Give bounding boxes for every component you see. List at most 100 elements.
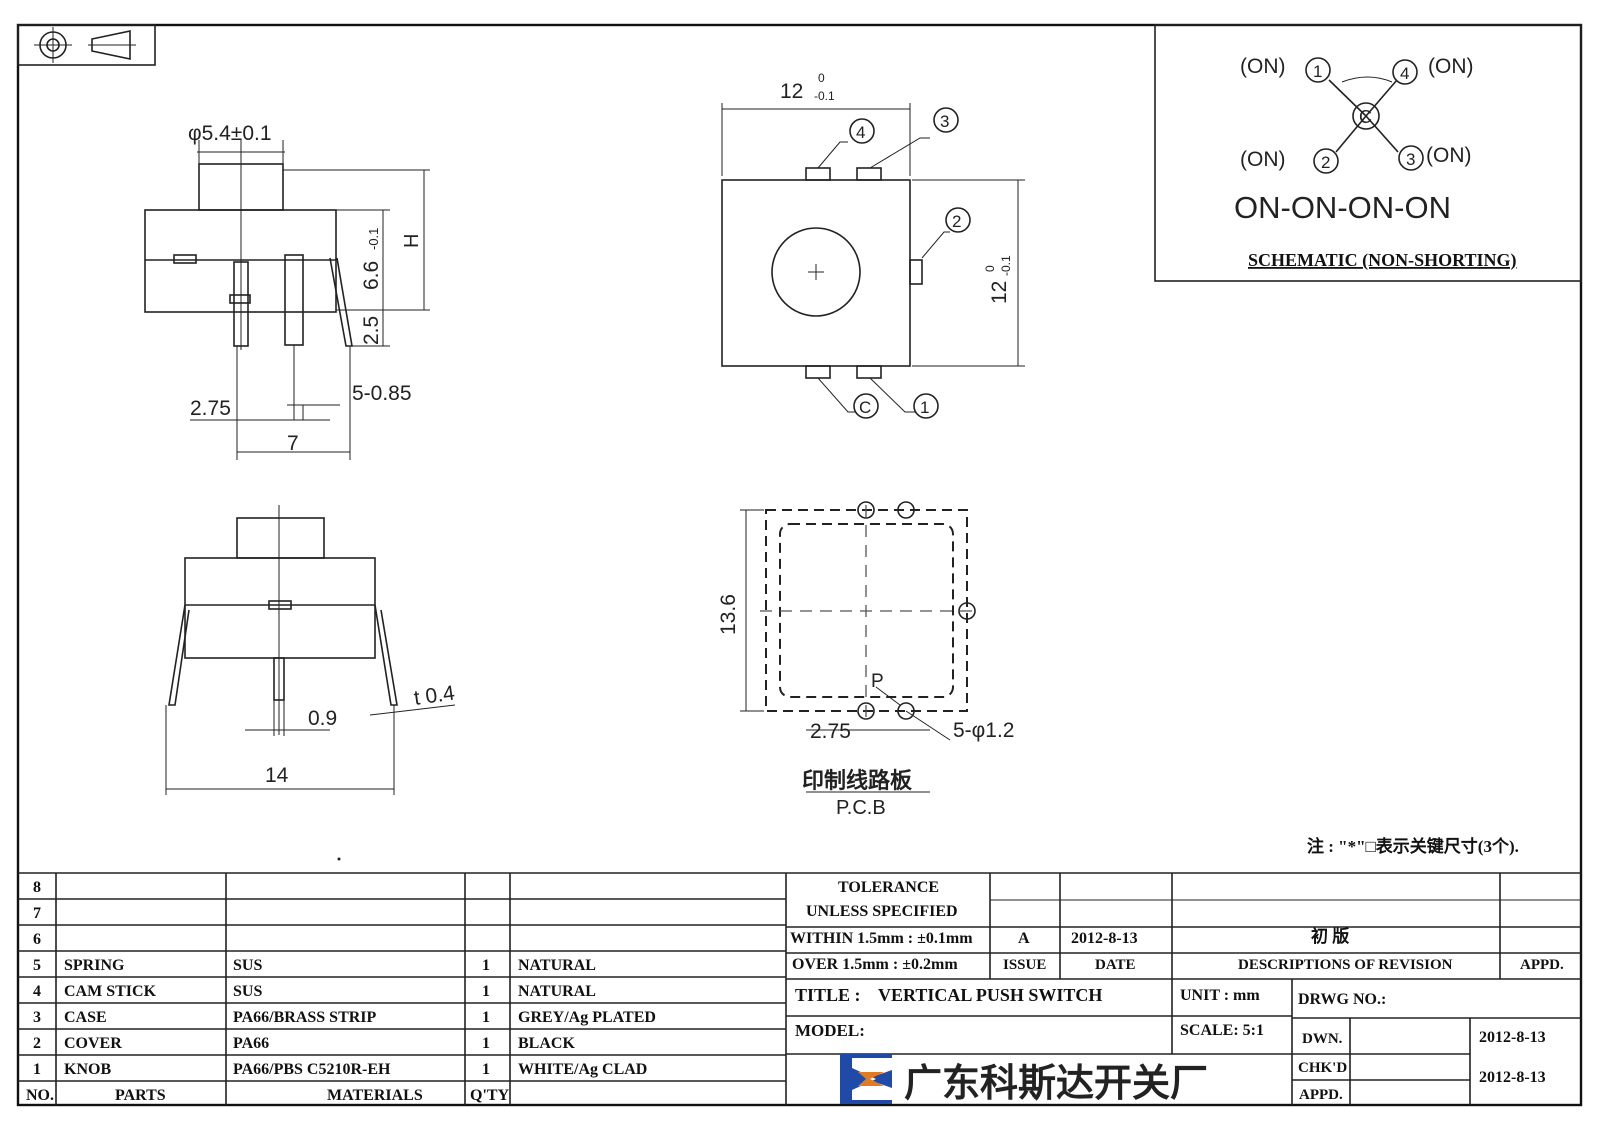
dim-pcb-size: 13.6 — [717, 594, 740, 635]
table-cell-material: PA66/PBS C5210R-EH — [233, 1061, 391, 1078]
table-cell-no: 8 — [33, 879, 41, 896]
dim-width-tol-lower: -0.1 — [814, 89, 835, 103]
dim-height-tol-upper: 0 — [983, 265, 997, 272]
drawn-date: 2012-8-13 — [1479, 1029, 1546, 1046]
side-view — [144, 140, 430, 460]
schematic-box — [1154, 24, 1582, 282]
table-cell-part: KNOB — [64, 1061, 111, 1078]
pin-c-label: C — [859, 398, 871, 417]
pcb-layout — [740, 501, 976, 793]
sheet-border — [16, 23, 1583, 1107]
stray-dot — [337, 857, 341, 861]
table-cell-part: COVER — [64, 1035, 122, 1052]
dim-body-height-tol: -0.1 — [366, 228, 381, 250]
dim-knob-diameter: φ5.4±0.1 — [188, 122, 272, 145]
schematic-pin-1: 1 — [1313, 62, 1322, 81]
pcb-p-label: P — [871, 671, 884, 692]
revision-issue: A — [1018, 930, 1030, 947]
table-cell-finish: NATURAL — [518, 957, 596, 974]
checked-date: 2012-8-13 — [1479, 1069, 1546, 1086]
dim-pin-length: 2.5 — [360, 316, 383, 345]
pin-4-number: 4 — [856, 123, 865, 142]
table-cell-qty: 1 — [482, 1035, 490, 1052]
table-cell-part: CAM STICK — [64, 983, 157, 1000]
key-dimension-note: 注 : "*"□表示关键尺寸(3个). — [1307, 836, 1519, 856]
company-name: 广东科斯达开关厂 — [904, 1063, 1208, 1105]
dim-height-tol-lower: -0.1 — [999, 255, 1013, 276]
dim-pcb-offset: 2.75 — [810, 720, 851, 743]
table-cell-finish: GREY/Ag PLATED — [518, 1009, 656, 1026]
tolerance-line-1: TOLERANCE — [838, 879, 939, 896]
dim-pin-offset: 2.75 — [190, 397, 231, 420]
table-cell-qty: 1 — [482, 957, 490, 974]
title-value: VERTICAL PUSH SWITCH — [878, 985, 1102, 1005]
dim-width-tol-upper: 0 — [818, 71, 825, 85]
company-logo-icon — [840, 1054, 892, 1104]
schematic-on-4: (ON) — [1428, 55, 1474, 78]
table-cell-finish: NATURAL — [518, 983, 596, 1000]
header-no: NO. — [26, 1087, 54, 1104]
table-cell-material: SUS — [233, 983, 262, 1000]
table-cell-qty: 1 — [482, 1061, 490, 1078]
top-view — [721, 103, 1025, 419]
schematic-on-3: (ON) — [1426, 144, 1472, 167]
table-cell-material: PA66 — [233, 1035, 269, 1052]
dim-pcb-hole: 5-φ1.2 — [953, 719, 1014, 742]
drawn-label: DWN. — [1302, 1031, 1343, 1047]
schematic-mode: ON-ON-ON-ON — [1234, 190, 1451, 225]
schematic-on-2: (ON) — [1240, 148, 1286, 171]
table-cell-finish: BLACK — [518, 1035, 575, 1052]
dim-pin-width: 5-0.85 — [352, 382, 412, 405]
dim-width-12: 12 — [780, 80, 803, 103]
table-cell-part: CASE — [64, 1009, 107, 1026]
parts-table-grid — [18, 872, 1581, 1105]
pcb-label-cn: 印制线路板 — [802, 768, 913, 793]
schematic-pin-2: 2 — [1321, 153, 1330, 172]
header-materials: MATERIALS — [327, 1087, 423, 1104]
pin-3-number: 3 — [940, 112, 949, 131]
dim-height-h: H — [401, 234, 423, 248]
table-cell-material: SUS — [233, 957, 262, 974]
table-cell-no: 7 — [33, 905, 41, 922]
table-cell-no: 6 — [33, 931, 41, 948]
header-date: DATE — [1095, 957, 1136, 973]
tolerance-line-3: WITHIN 1.5mm : ±0.1mm — [790, 930, 973, 947]
table-cell-qty: 1 — [482, 983, 490, 1000]
unit-label: UNIT : mm — [1180, 987, 1260, 1004]
schematic-title: SCHEMATIC (NON-SHORTING) — [1248, 250, 1517, 271]
header-parts: PARTS — [115, 1087, 166, 1104]
projection-symbol-icon — [17, 24, 156, 66]
table-cell-material: PA66/BRASS STRIP — [233, 1009, 377, 1026]
header-descriptions: DESCRIPTIONS OF REVISION — [1238, 957, 1453, 973]
table-cell-part: SPRING — [64, 957, 125, 974]
title-label: TITLE : — [795, 985, 861, 1005]
front-view — [165, 505, 456, 795]
approved-label: APPD. — [1299, 1087, 1343, 1103]
checked-label: CHK'D — [1298, 1060, 1347, 1076]
table-cell-no: 1 — [33, 1061, 41, 1078]
schematic-on-1: (ON) — [1240, 55, 1286, 78]
dim-pin-gap: 0.9 — [308, 707, 337, 730]
table-cell-no: 2 — [33, 1035, 41, 1052]
schematic-pin-c: C — [1359, 107, 1372, 127]
header-issue: ISSUE — [1003, 957, 1046, 973]
schematic-pin-4: 4 — [1400, 64, 1409, 83]
dim-total-width: 14 — [265, 764, 289, 787]
scale-label: SCALE: 5:1 — [1180, 1022, 1264, 1039]
dim-body-height: 6.6 — [360, 261, 383, 290]
table-cell-no: 3 — [33, 1009, 41, 1026]
revision-description: 初 版 — [1311, 926, 1349, 946]
model-label: MODEL: — [795, 1021, 865, 1040]
pcb-label-en: P.C.B — [836, 797, 886, 819]
schematic-pin-3: 3 — [1406, 150, 1415, 169]
dim-thickness: t 0.4 — [412, 681, 456, 710]
pin-1-number: 1 — [920, 398, 929, 417]
table-cell-qty: 1 — [482, 1009, 490, 1026]
table-cell-no: 5 — [33, 957, 41, 974]
header-appd: APPD. — [1520, 957, 1564, 973]
tolerance-line-4: OVER 1.5mm : ±0.2mm — [792, 956, 958, 973]
dim-pin-span: 7 — [287, 432, 299, 455]
drawing-number-label: DRWG NO.: — [1298, 991, 1386, 1008]
